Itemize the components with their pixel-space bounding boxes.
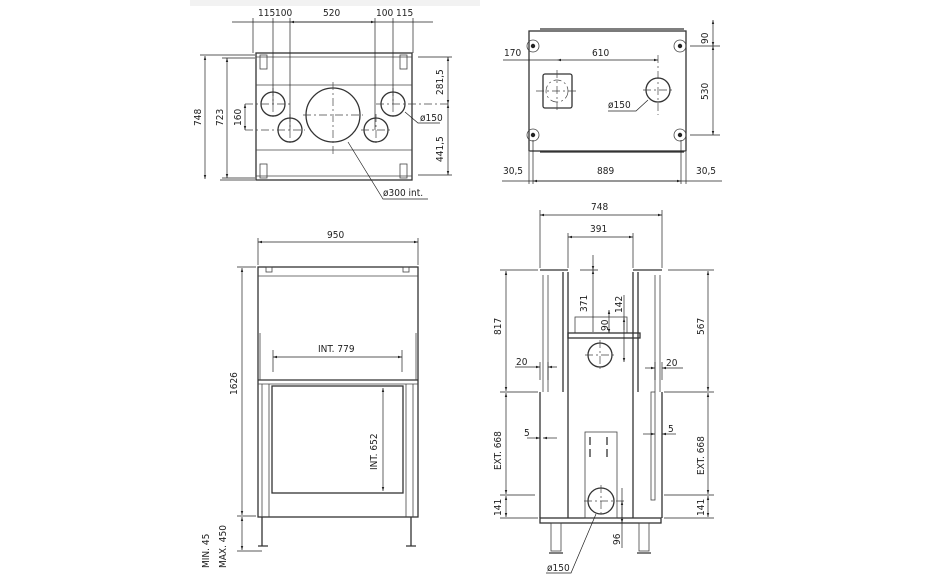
bolt-icon bbox=[526, 39, 540, 53]
dim-label: 30,5 bbox=[503, 166, 523, 177]
dim-label: 100 bbox=[376, 8, 393, 19]
dim-label: EXT. 668 bbox=[696, 436, 707, 475]
dim-label: 371 bbox=[579, 295, 590, 312]
dim-label: 817 bbox=[493, 318, 504, 335]
dim-label: 90 bbox=[600, 319, 611, 331]
dim-label: 141 bbox=[696, 499, 707, 516]
dim-label: 142 bbox=[614, 296, 625, 313]
dim-label: 723 bbox=[215, 109, 226, 126]
dim-label: 281,5 bbox=[435, 69, 446, 95]
dim-label: 520 bbox=[323, 8, 340, 19]
top-plan-view: 115 100 520 100 115 748 723 160 281,5 44… bbox=[193, 8, 452, 200]
dim-label: 90 bbox=[700, 32, 711, 44]
dim-label: 170 bbox=[504, 48, 521, 59]
dim-label: 160 bbox=[233, 109, 244, 126]
dim-label: 1626 bbox=[229, 372, 240, 395]
dim-label: 141 bbox=[493, 499, 504, 516]
dim-label: 96 bbox=[612, 533, 623, 545]
base-plan-view: 170 610 90 530 30,5 889 30,5 ø150 bbox=[502, 20, 722, 184]
dim-label: 20 bbox=[516, 357, 528, 368]
dim-label: 441,5 bbox=[435, 136, 446, 162]
dim-label: 950 bbox=[327, 230, 344, 241]
dim-label: 5 bbox=[668, 424, 674, 435]
dim-label: INT. 652 bbox=[369, 433, 380, 470]
dim-label: 748 bbox=[591, 202, 608, 213]
dim-label: ø150 bbox=[547, 563, 570, 574]
dim-label: MAX. 450 bbox=[218, 525, 229, 568]
dim-label: 115 bbox=[258, 8, 275, 19]
dim-label: MIN. 45 bbox=[201, 534, 212, 568]
dim-label: 30,5 bbox=[696, 166, 716, 177]
bolt-icon bbox=[673, 128, 687, 142]
dim-label: 20 bbox=[666, 358, 678, 369]
side-view: 748 391 817 EXT. 668 141 567 EXT. 668 14… bbox=[493, 202, 714, 574]
dim-label: 100 bbox=[275, 8, 292, 19]
dim-label: EXT. 668 bbox=[493, 431, 504, 470]
dim-label: 115 bbox=[396, 8, 413, 19]
dim-label: ø300 int. bbox=[383, 188, 423, 199]
page-strip bbox=[190, 0, 480, 6]
glass-opening bbox=[271, 385, 404, 494]
dim-label: ø150 bbox=[420, 113, 443, 124]
front-view: 950 1626 MIN. 45 MAX. 450 INT. 779 INT. … bbox=[201, 230, 419, 568]
dim-label: ø150 bbox=[608, 100, 631, 111]
dim-label: 5 bbox=[524, 428, 530, 439]
bolt-icon bbox=[673, 39, 687, 53]
dim-label: 889 bbox=[597, 166, 614, 177]
dim-label: 610 bbox=[592, 48, 609, 59]
dim-label: 567 bbox=[696, 318, 707, 335]
dim-label: INT. 779 bbox=[318, 344, 355, 355]
dim-label: 391 bbox=[590, 224, 607, 235]
dim-label: 748 bbox=[193, 109, 204, 126]
dim-label: 530 bbox=[700, 83, 711, 100]
